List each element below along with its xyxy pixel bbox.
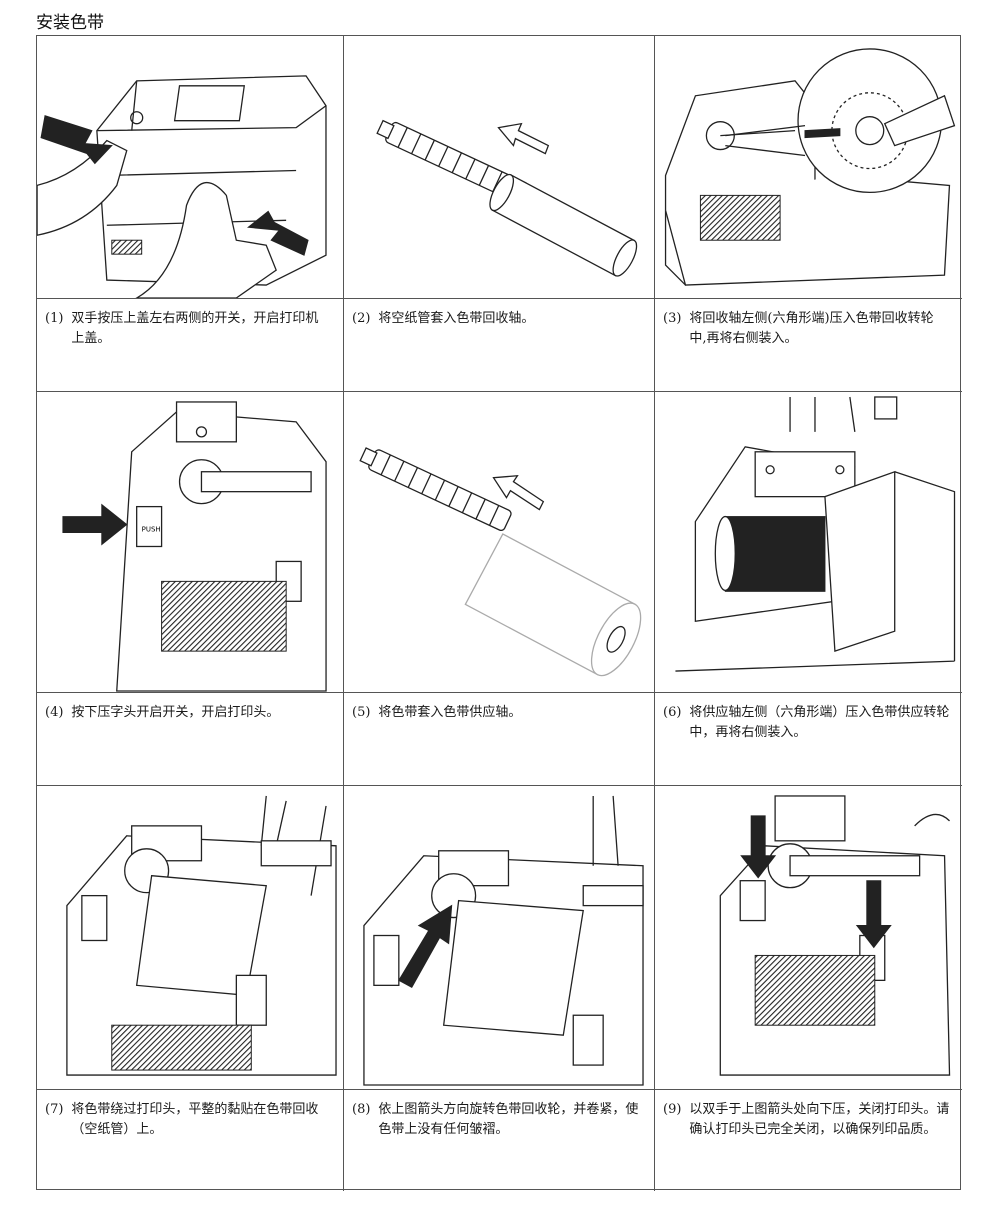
supply-spindle-install-icon	[675, 396, 956, 672]
step-1-illustration	[37, 36, 344, 299]
core-onto-rewind-spindle-icon	[376, 119, 638, 277]
step-8-illustration	[344, 786, 655, 1090]
step-7-caption: (7) 将色带绕过打印头，平整的黏贴在色带回收（空纸管）上。	[37, 1090, 344, 1191]
step-2-caption: (2) 将空纸管套入色带回收轴。	[344, 299, 655, 392]
step-9-caption: (9) 以双手于上图箭头处向下压，关闭打印头。请确认打印头已完全关闭，以确保列印…	[663, 1102, 950, 1137]
rotate-rewind-wheel-icon	[363, 795, 644, 1086]
push-label: PUSH	[142, 526, 161, 534]
ribbon-onto-supply-spindle-icon	[359, 447, 642, 677]
printer-open-cover-icon	[37, 75, 327, 298]
printhead-release-icon: PUSH	[62, 401, 327, 692]
rewind-spindle-install-icon	[664, 48, 956, 286]
step-8-caption: (8) 依上图箭头方向旋转色带回收轮，并卷紧，使色带上没有任何皱褶。	[344, 1090, 655, 1191]
step-3-illustration	[655, 36, 962, 299]
step-9-illustration	[655, 786, 962, 1090]
step-4-caption: (4) 按下压字头开启开关，开启打印头。	[37, 693, 344, 786]
close-printhead-icon	[719, 795, 951, 1076]
step-3-caption: (3) 将回收轴左侧(六角形端)压入色带回收转轮中,再将右侧装入。	[655, 299, 962, 392]
step-5-caption: (5) 将色带套入色带供应轴。	[344, 693, 655, 786]
ribbon-around-printhead-icon	[66, 795, 337, 1076]
step-4-illustration: PUSH	[37, 392, 344, 693]
instruction-grid: (1) 双手按压上盖左右两侧的开关，开启打印机上盖。 (2) 将空纸管套入色带回…	[36, 35, 962, 1191]
step-5-illustration	[344, 392, 655, 693]
step-1-caption: (1) 双手按压上盖左右两侧的开关，开启打印机上盖。	[37, 299, 344, 392]
step-6-illustration	[655, 392, 962, 693]
step-2-illustration	[344, 36, 655, 299]
step-7-illustration	[37, 786, 344, 1090]
step-6-caption: (6) 将供应轴左侧（六角形端）压入色带供应转轮中，再将右侧装入。	[655, 693, 962, 786]
page-title: 安装色带	[36, 13, 104, 33]
